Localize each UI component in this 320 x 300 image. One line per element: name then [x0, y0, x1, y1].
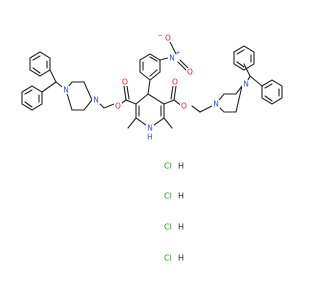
ester-right: [163, 85, 183, 107]
nitro-n-charge: +: [175, 50, 180, 57]
atom-o-nitro-right: O: [187, 68, 193, 77]
salt-list: Cl H Cl H Cl H Cl H: [164, 162, 184, 263]
phenyl-ring-left-bottom: [21, 85, 43, 111]
phenyl-ring-left-top: [29, 51, 51, 77]
methyl-groups: [127, 117, 173, 129]
atom-o-ester-left: O: [115, 102, 121, 111]
phenyl-ring-right-bottom: [261, 79, 283, 105]
ethyl-linker-right: [191, 105, 213, 113]
piperazine-ring-right: [215, 85, 243, 113]
atom-o-carbonyl-left: O: [122, 78, 128, 87]
nitrophenyl-ring: [139, 53, 169, 95]
atom-nh-dihydropyridine: N: [147, 124, 153, 133]
atom-n-pip-left-top: N: [63, 86, 69, 95]
salt-cl: Cl: [164, 192, 172, 201]
structure-canvas: N N O O N H N + O − O O O N N Cl H Cl: [21, 33, 283, 263]
atom-n-nitro: N: [169, 54, 175, 63]
atom-o-nitro-left: O: [165, 34, 171, 43]
nitro-o-charge: −: [157, 33, 162, 40]
atom-h-dihydropyridine: H: [147, 133, 153, 142]
nitro-bonds: [169, 41, 189, 71]
salt-h: H: [178, 223, 184, 232]
salt-cl: Cl: [164, 254, 172, 263]
salt-hcl-4: Cl H: [164, 254, 184, 263]
atom-n-pip-right-top: N: [213, 100, 219, 109]
salt-hcl-3: Cl H: [164, 223, 184, 232]
salt-hcl-1: Cl H: [164, 162, 184, 171]
salt-hcl-2: Cl H: [164, 192, 184, 201]
atom-n-pip-left-bottom: N: [93, 96, 99, 105]
salt-cl: Cl: [164, 223, 172, 232]
salt-cl: Cl: [164, 162, 172, 171]
salt-h: H: [178, 162, 184, 171]
salt-h: H: [178, 192, 184, 201]
atom-n-pip-right-bottom: N: [243, 80, 249, 89]
molecule-drawing: N N O O N H N + O − O O O N N Cl H Cl: [21, 33, 283, 263]
atom-o-carbonyl-right: O: [172, 78, 178, 87]
salt-h: H: [178, 254, 184, 263]
atom-labels: N N O O N H N + O − O O O N N: [62, 33, 250, 142]
atom-o-ester-right: O: [181, 102, 187, 111]
phenyl-ring-right-top: [233, 45, 255, 71]
